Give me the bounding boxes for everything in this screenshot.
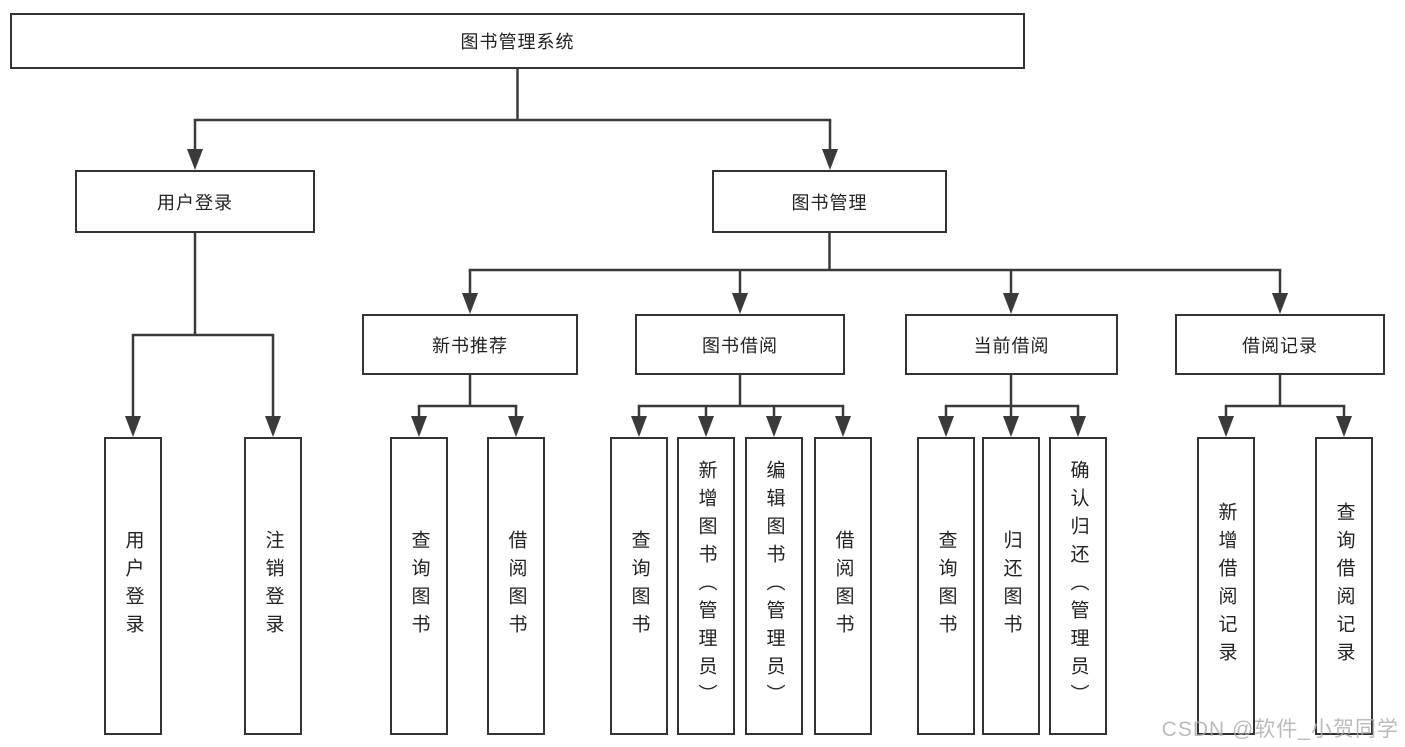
- leaf-bb-add-books-admin-label: 新增图书（管理员）: [695, 460, 717, 712]
- leaf-cb-confirm-return-admin-label: 确认归还（管理员）: [1067, 460, 1089, 712]
- leaf-bb-borrow-books-label: 借阅图书: [832, 530, 854, 642]
- node-user-login-group: 用户登录: [75, 170, 315, 233]
- leaf-nbr-borrow-books: 借阅图书: [487, 437, 545, 735]
- leaf-nbr-query-books: 查询图书: [390, 437, 448, 735]
- node-library-system-label: 图书管理系统: [460, 32, 575, 52]
- csdn-watermark: CSDN @软件_小贺同学: [1161, 718, 1399, 741]
- leaf-cb-query-books: 查询图书: [917, 437, 975, 735]
- node-book-borrowing-label: 图书借阅: [702, 335, 778, 356]
- leaf-cb-confirm-return-admin: 确认归还（管理员）: [1049, 437, 1107, 735]
- leaf-cb-query-books-label: 查询图书: [935, 530, 957, 642]
- leaf-bb-query-books-label: 查询图书: [628, 530, 650, 642]
- leaf-user-login: 用户登录: [104, 437, 162, 735]
- leaf-cb-return-books-label: 归还图书: [1000, 530, 1022, 642]
- node-new-book-recommend: 新书推荐: [362, 314, 578, 375]
- leaf-bb-borrow-books: 借阅图书: [814, 437, 872, 735]
- leaf-cb-return-books: 归还图书: [982, 437, 1040, 735]
- leaf-br-query-record: 查询借阅记录: [1315, 437, 1373, 735]
- leaf-nbr-query-books-label: 查询图书: [408, 530, 430, 642]
- node-current-borrowing-label: 当前借阅: [973, 335, 1050, 356]
- node-book-management-label: 图书管理: [791, 192, 868, 213]
- leaf-bb-edit-books-admin: 编辑图书（管理员）: [745, 437, 803, 735]
- node-user-login-group-label: 用户登录: [157, 192, 233, 213]
- leaf-br-add-record-label: 新增借阅记录: [1215, 502, 1237, 670]
- leaf-bb-edit-books-admin-label: 编辑图书（管理员）: [763, 460, 785, 712]
- leaf-logout-label: 注销登录: [262, 530, 284, 642]
- leaf-nbr-borrow-books-label: 借阅图书: [505, 530, 527, 642]
- node-book-borrowing: 图书借阅: [635, 314, 845, 375]
- node-borrow-records: 借阅记录: [1175, 314, 1385, 375]
- node-current-borrowing: 当前借阅: [905, 314, 1118, 375]
- leaf-br-add-record: 新增借阅记录: [1197, 437, 1255, 735]
- leaf-bb-add-books-admin: 新增图书（管理员）: [677, 437, 735, 735]
- leaf-bb-query-books: 查询图书: [610, 437, 668, 735]
- node-new-book-recommend-label: 新书推荐: [432, 335, 508, 356]
- leaf-user-login-label: 用户登录: [122, 530, 144, 642]
- leaf-br-query-record-label: 查询借阅记录: [1333, 502, 1355, 670]
- node-library-system: 图书管理系统: [10, 13, 1025, 69]
- node-book-management: 图书管理: [712, 170, 947, 233]
- leaf-logout: 注销登录: [244, 437, 302, 735]
- node-borrow-records-label: 借阅记录: [1242, 335, 1318, 356]
